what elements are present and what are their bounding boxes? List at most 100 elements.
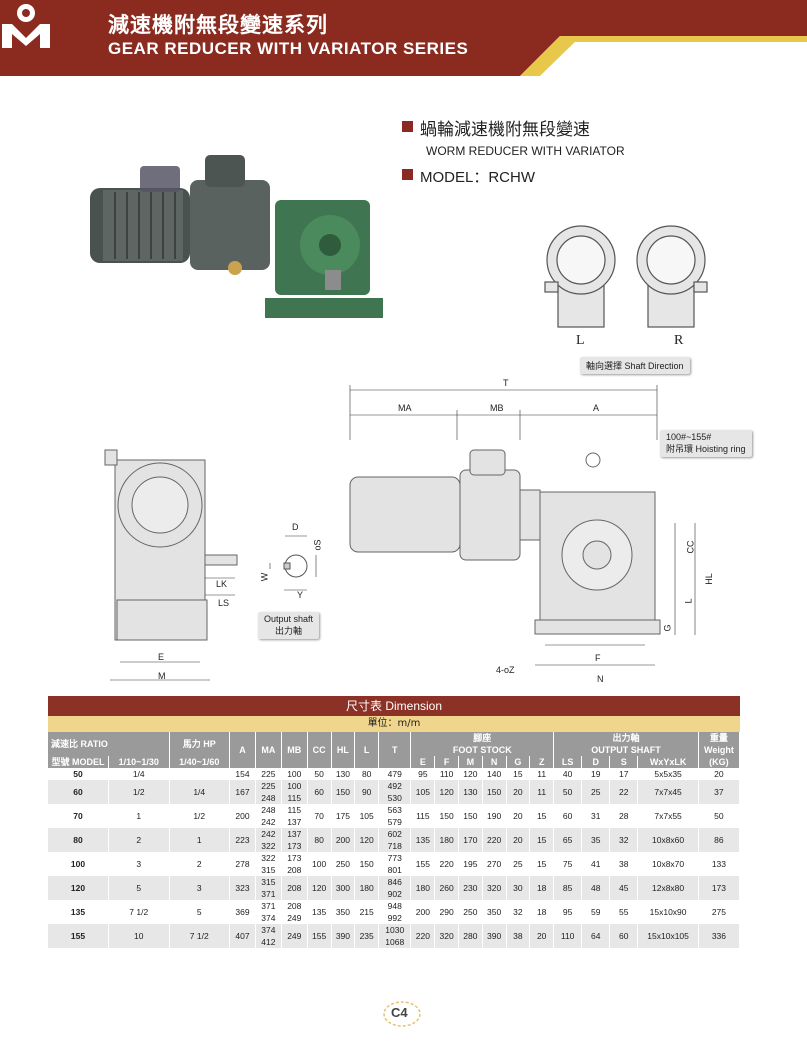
cell-value: 100 xyxy=(287,781,302,791)
cell-value: 225 xyxy=(261,769,276,779)
th-g: G xyxy=(506,756,531,768)
table-cell-r2: 5 xyxy=(169,900,230,924)
table-cell-e: 155 xyxy=(410,852,436,876)
table-cell-w: 50 xyxy=(698,804,741,828)
table-cell-f: 110 xyxy=(434,768,459,780)
table-cell-n: 320 xyxy=(482,876,507,900)
th-z: Z xyxy=(529,756,555,768)
th-ls: LS xyxy=(553,756,583,768)
table-cell-a: 278 xyxy=(229,852,256,876)
table-cell-ls: 75 xyxy=(553,852,583,876)
table-cell-wyl: 10x8x70 xyxy=(637,852,699,876)
dim-label-t: T xyxy=(503,378,509,388)
dim-label-g: G xyxy=(662,624,673,632)
table-cell-g: 25 xyxy=(506,852,531,876)
table-cell-ma: 225 xyxy=(255,768,282,780)
table-cell-mb: 208 xyxy=(281,876,308,900)
table-cell-l: 90 xyxy=(354,780,380,804)
table-cell-f: 320 xyxy=(434,924,459,948)
table-cell-e: 200 xyxy=(410,900,436,924)
table-cell-l: 120 xyxy=(354,828,380,852)
cell-value: 225 xyxy=(261,781,276,791)
shaft-right-label: R xyxy=(674,333,684,348)
table-cell-g: 15 xyxy=(506,768,531,780)
table-cell-w: 173 xyxy=(698,876,741,900)
cell-value-alt: 208 xyxy=(287,865,302,875)
table-cell-cc: 80 xyxy=(307,828,332,852)
dim-label-e: E xyxy=(158,652,165,662)
table-cell-a: 323 xyxy=(229,876,256,900)
table-cell-s: 28 xyxy=(609,804,639,828)
table-cell-s: 60 xyxy=(609,924,639,948)
table-cell-wyl: 15x10x105 xyxy=(637,924,699,948)
table-cell-hl: 350 xyxy=(331,900,356,924)
th-d: D xyxy=(581,756,611,768)
table-cell-m: 130 xyxy=(458,780,483,804)
table-cell-a: 154 xyxy=(229,768,256,780)
company-logo-icon xyxy=(2,4,50,48)
table-cell-a: 223 xyxy=(229,828,256,852)
table-cell-d: 31 xyxy=(581,804,611,828)
cell-value: 208 xyxy=(287,901,302,911)
product-photo xyxy=(90,155,383,318)
th-l: L xyxy=(354,732,380,768)
cell-value: 137 xyxy=(287,829,302,839)
cell-value: 173 xyxy=(287,853,302,863)
table-cell-f: 260 xyxy=(434,876,459,900)
table-cell-wyl: 7x7x45 xyxy=(637,780,699,804)
th-f: F xyxy=(434,756,459,768)
table-cell-model: 155 xyxy=(48,924,109,948)
table-cell-l: 215 xyxy=(354,900,380,924)
th-mb: MB xyxy=(281,732,308,768)
table-cell-w: 336 xyxy=(698,924,741,948)
cell-value-alt: 412 xyxy=(261,937,276,947)
cell-value: 242 xyxy=(261,829,276,839)
table-cell-s: 45 xyxy=(609,876,639,900)
table-cell-r2: 1/2 xyxy=(169,804,230,828)
table-cell-d: 25 xyxy=(581,780,611,804)
table-cell-z: 20 xyxy=(529,924,555,948)
table-cell-s: 38 xyxy=(609,852,639,876)
table-cell-model: 60 xyxy=(48,780,109,804)
table-cell-l: 180 xyxy=(354,876,380,900)
cell-value-alt: 322 xyxy=(261,841,276,851)
dim-label-cc: CC xyxy=(685,540,696,554)
table-cell-r1: 1/2 xyxy=(108,780,170,804)
table-cell-z: 15 xyxy=(529,852,555,876)
table-cell-g: 20 xyxy=(506,780,531,804)
table-cell-z: 11 xyxy=(529,780,555,804)
cell-value-alt: 374 xyxy=(261,913,276,923)
cell-value-alt: 579 xyxy=(387,817,402,827)
product-name-cn: 蝸輪減速機附無段變速 xyxy=(420,120,590,139)
table-cell-g: 20 xyxy=(506,804,531,828)
table-cell-w: 20 xyxy=(698,768,741,780)
table-cell-m: 250 xyxy=(458,900,483,924)
cell-value-alt: 248 xyxy=(261,793,276,803)
table-cell-r2: 1 xyxy=(169,828,230,852)
th-out-en: OUTPUT SHAFT xyxy=(591,745,661,755)
table-cell-a: 407 xyxy=(229,924,256,948)
table-cell-ls: 110 xyxy=(553,924,583,948)
table-cell-g: 32 xyxy=(506,900,531,924)
th-r1: 1/10~1/30 xyxy=(108,756,170,768)
cell-value-alt: 115 xyxy=(287,793,302,803)
th-ratio: 減速比 RATIO xyxy=(48,732,170,756)
table-cell-g: 30 xyxy=(506,876,531,900)
side-view-drawing xyxy=(104,449,238,681)
table-cell-e: 135 xyxy=(410,828,436,852)
cell-value: 115 xyxy=(287,805,302,815)
table-cell-model: 50 xyxy=(48,768,109,780)
